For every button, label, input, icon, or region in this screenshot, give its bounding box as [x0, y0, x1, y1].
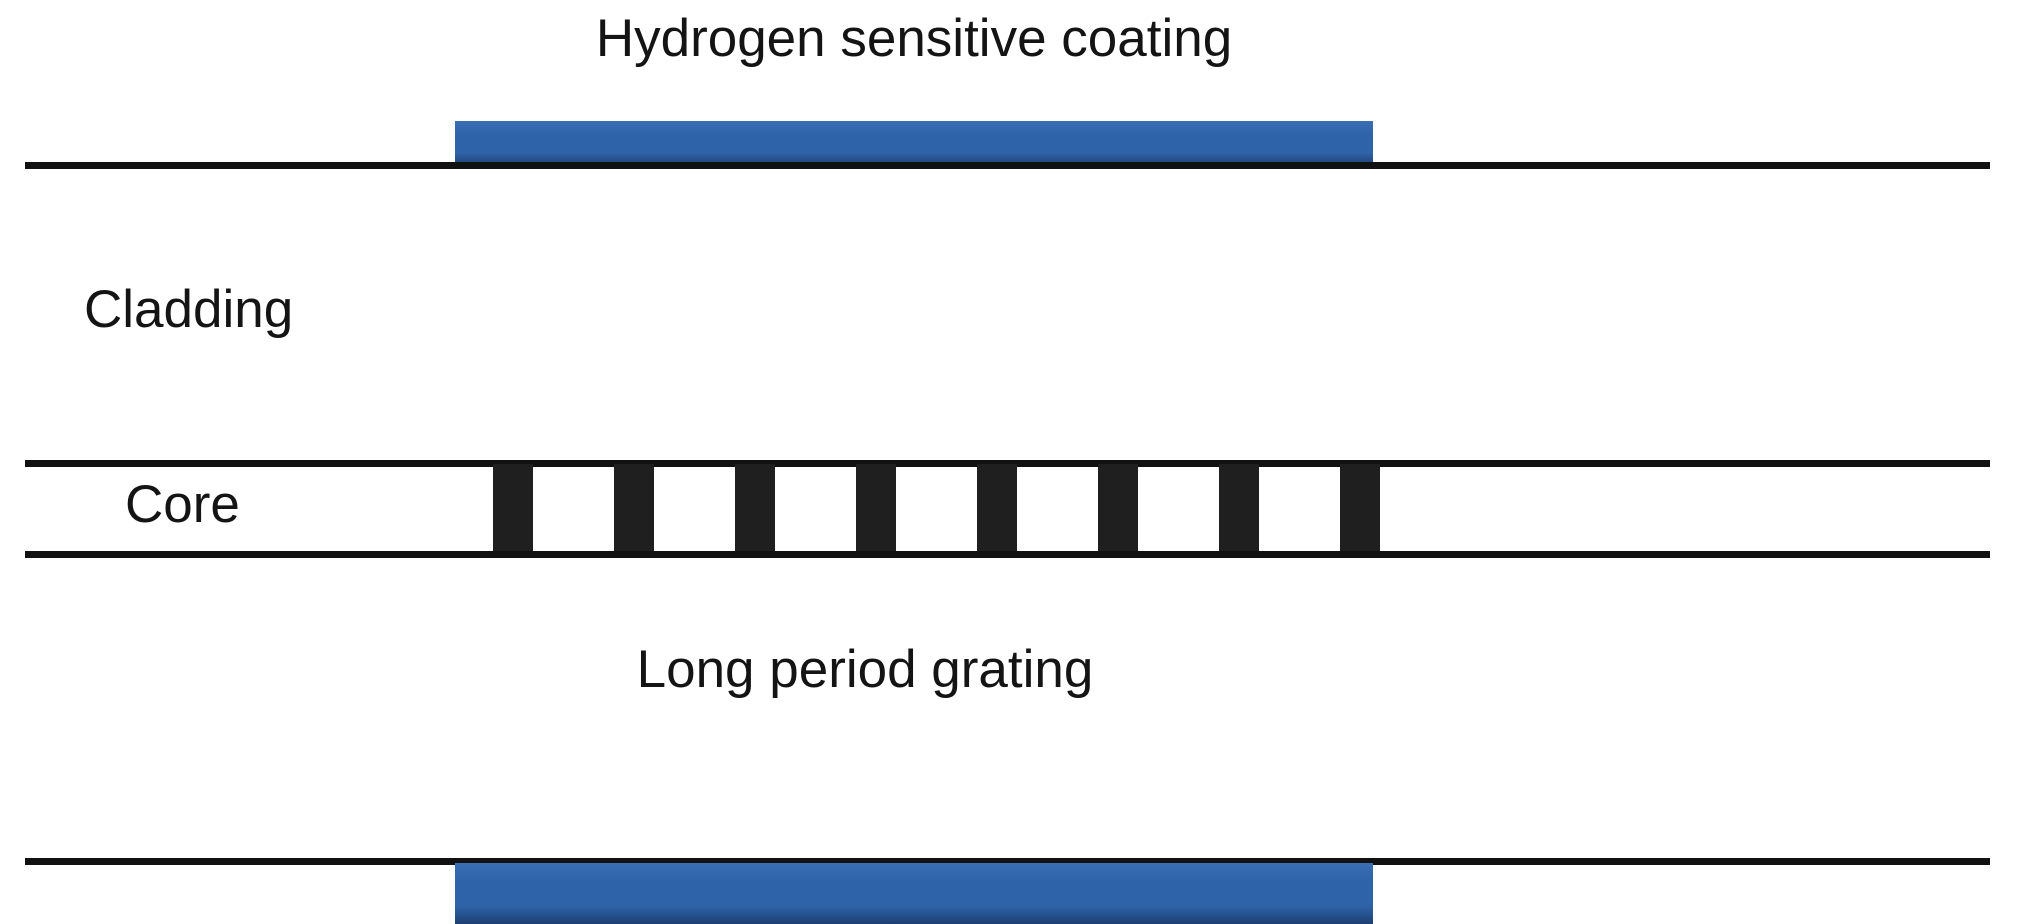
hydrogen-sensitive-coating-bottom — [455, 863, 1373, 924]
cladding-top-boundary-line — [25, 162, 1990, 169]
long-period-grating-bars — [493, 464, 1381, 552]
core-bottom-boundary-line — [25, 551, 1990, 558]
core-top-boundary-line — [25, 460, 1990, 467]
grating-bar — [614, 464, 654, 552]
hydrogen-sensitive-coating-top — [455, 121, 1373, 166]
core-label: Core — [125, 475, 240, 534]
grating-bar — [1340, 464, 1380, 552]
long-period-grating-label: Long period grating — [636, 640, 1094, 699]
hydrogen-sensitive-coating-label: Hydrogen sensitive coating — [595, 9, 1233, 68]
grating-bar — [1219, 464, 1259, 552]
grating-bar — [735, 464, 775, 552]
grating-bar — [493, 464, 533, 552]
cladding-label: Cladding — [84, 280, 294, 339]
grating-bar — [856, 464, 896, 552]
grating-bar — [1098, 464, 1138, 552]
grating-bar — [977, 464, 1017, 552]
cladding-bottom-boundary-line — [25, 858, 1990, 865]
